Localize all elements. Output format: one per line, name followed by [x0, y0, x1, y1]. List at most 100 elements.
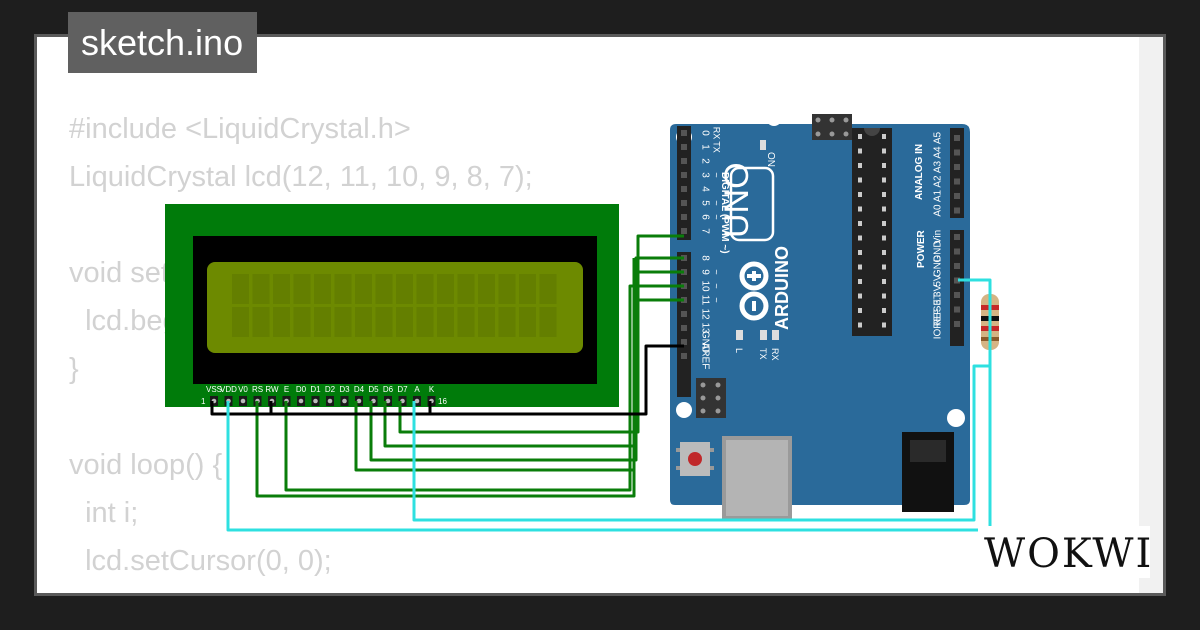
lcd-pin-d1[interactable]: D1 [310, 385, 321, 406]
usb-port-icon [722, 436, 792, 520]
power-pin-label: RESET [933, 293, 944, 326]
power-pin-gnd[interactable] [954, 248, 960, 255]
digital-pin-label: 0 [699, 130, 710, 136]
wire [210, 344, 684, 416]
digital-pin-gnd[interactable] [681, 339, 687, 345]
uno-frame [729, 166, 775, 242]
power-jack-icon [902, 432, 954, 512]
power-pin-label: IOREF [933, 309, 944, 340]
analog-pin-label: A3 [933, 160, 944, 173]
on-led-icon [760, 140, 766, 150]
lcd-pin-label: D4 [354, 385, 365, 394]
digital-pin-5[interactable] [681, 200, 687, 206]
lcd-pin-first-label: 1 [201, 397, 206, 406]
digital-header-label: DIGITAL (PWM ~) [719, 172, 730, 254]
lcd-pin-label: D1 [310, 385, 321, 394]
lcd-pin-a[interactable]: A [413, 385, 421, 406]
digital-pin-7[interactable] [681, 228, 687, 234]
wire [412, 364, 990, 522]
lcd-pin-d2[interactable]: D2 [325, 385, 336, 406]
digital-pin-label: 12 [699, 308, 710, 320]
wokwi-logo: WOKWI [978, 526, 1151, 578]
analog-pin-label: A2 [933, 175, 944, 188]
lcd-pin-label: D7 [397, 385, 408, 394]
analog-pin-label: A0 [933, 204, 944, 217]
analog-pin-a0[interactable] [954, 207, 960, 214]
lcd-pin-d3[interactable]: D3 [339, 385, 350, 406]
file-tab[interactable]: sketch.ino [68, 12, 258, 73]
infinity-logo-icon [739, 261, 769, 321]
reset-button[interactable] [676, 442, 714, 476]
power-pin-vin[interactable] [954, 234, 960, 240]
atmega-chip [852, 128, 892, 336]
analog-pin-label: A4 [933, 146, 944, 159]
lcd-pin-label: A [414, 385, 420, 394]
code-line: void loop() { [69, 449, 223, 481]
led-label-tx: TX [758, 348, 768, 360]
power-pin-ioref[interactable] [954, 321, 960, 327]
digital-pin-1[interactable] [681, 144, 687, 150]
wire [354, 270, 684, 472]
analog-pin-label: A1 [933, 189, 944, 202]
digital-pin-label: 1 [699, 144, 710, 150]
lcd-pin-label: K [429, 385, 435, 394]
power-pin-5v[interactable] [954, 277, 960, 284]
digital-pin-aref[interactable] [681, 353, 687, 359]
power-pin-3.3v[interactable] [954, 292, 960, 298]
digital-pin-label: 10 [699, 280, 710, 292]
digital-pin-4[interactable] [681, 186, 687, 192]
lcd-pin-v0[interactable]: V0 [238, 385, 248, 406]
analog-header-label: ANALOG IN [914, 144, 925, 200]
code-line: } [69, 353, 79, 385]
lcd-pin-label: D0 [296, 385, 307, 394]
wire [255, 298, 684, 498]
power-pin-gnd[interactable] [954, 263, 960, 269]
digital-pin-label: 2 [699, 158, 710, 164]
digital-pin-mark: TX [712, 141, 722, 153]
digital-pin-label: 4 [699, 186, 710, 192]
lcd-pin-d0[interactable]: D0 [296, 385, 307, 406]
on-label: ON [765, 152, 776, 167]
analog-pin-a2[interactable] [954, 178, 960, 185]
digital-pin-2[interactable] [681, 158, 687, 164]
digital-pin-mark: ~ [712, 269, 722, 274]
analog-pin-a3[interactable] [954, 164, 960, 170]
lcd-pin-label: VDD [220, 385, 237, 394]
led-label-l: L [734, 348, 744, 353]
icsp-header-2 [696, 378, 726, 418]
digital-pin-13[interactable] [681, 325, 687, 331]
digital-pin-label: 5 [699, 200, 710, 206]
svg-text:WOKWI: WOKWI [984, 531, 1150, 577]
power-pin-label: GND [933, 255, 944, 277]
digital-pin-0[interactable] [681, 130, 687, 136]
wire [369, 256, 684, 462]
digital-pin-label: 8 [699, 255, 710, 261]
analog-pin-a1[interactable] [954, 193, 960, 199]
digital-pin-mark: ~ [712, 172, 722, 177]
lcd-pin-d6[interactable]: D6 [383, 385, 394, 406]
digital-pin-12[interactable] [681, 311, 687, 317]
power-pin-label: 3.3V [933, 284, 944, 305]
lcd-pin-last-label: 16 [438, 397, 447, 406]
lcd-pin-label: D5 [368, 385, 379, 394]
lcd-pin-d4[interactable]: D4 [354, 385, 365, 406]
wire [398, 234, 684, 434]
l-led-icon [736, 330, 743, 340]
digital-pin-label: 13 [699, 322, 710, 334]
power-pin-reset[interactable] [954, 306, 960, 313]
analog-pin-label: A5 [933, 131, 944, 144]
scrollbar[interactable] [1139, 37, 1163, 593]
power-header-label: POWER [916, 229, 927, 268]
analog-pin-a5[interactable] [954, 135, 960, 141]
arduino-brand-label: ARDUINO [772, 246, 792, 330]
digital-pin-mark: ~ [712, 297, 722, 302]
analog-pin-a4[interactable] [954, 149, 960, 156]
digital-pin-3[interactable] [681, 172, 687, 178]
tx-led-icon [760, 330, 767, 340]
code-line: LiquidCrystal lcd(12, 11, 10, 9, 8, 7); [69, 161, 533, 193]
digital-pin-6[interactable] [681, 214, 687, 220]
